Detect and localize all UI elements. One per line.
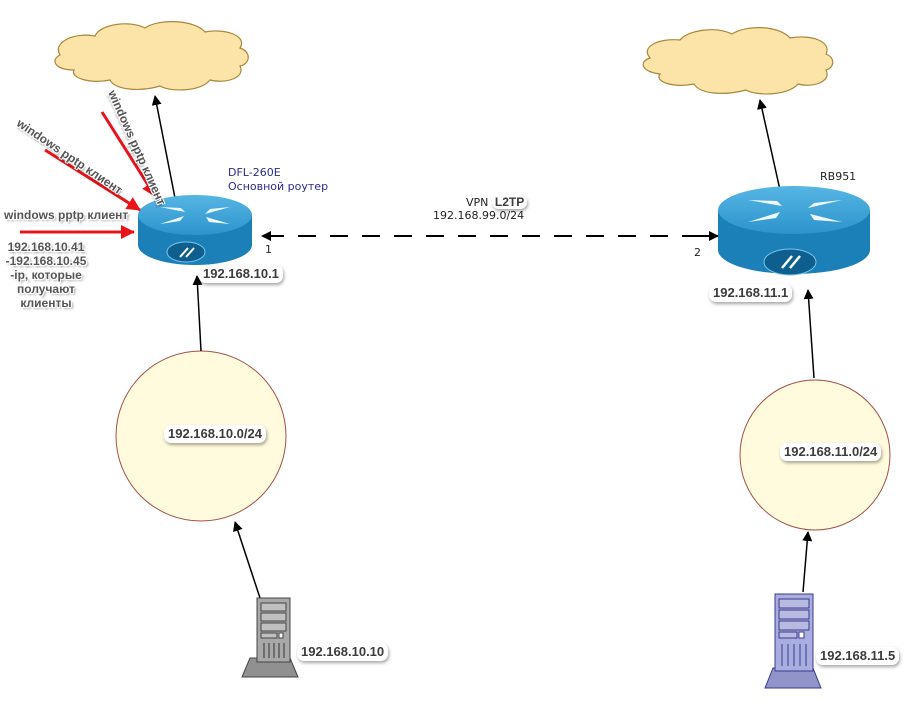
server-right-ip: 192.168.11.5 xyxy=(816,647,900,665)
port-label-1: 1 xyxy=(265,243,272,256)
lan-right-uplink xyxy=(803,289,815,379)
router-left-icon[interactable] xyxy=(138,195,252,265)
vpn-prefix: VPN xyxy=(466,196,489,209)
lan-right-subnet: 192.168.11.0/24 xyxy=(780,443,882,461)
router-left-ip: 192.168.10.1 xyxy=(199,265,283,283)
client-arrow-1 xyxy=(100,111,157,197)
vpn-protocol: L2TP xyxy=(491,195,528,209)
server-right-icon[interactable] xyxy=(764,593,822,689)
pool-line-5: клиенты xyxy=(20,296,72,310)
router-left-model: DFL-260E xyxy=(228,166,281,179)
router-right-model: RB951 xyxy=(820,170,857,183)
router-right-icon[interactable] xyxy=(718,186,870,276)
server-left-icon[interactable] xyxy=(241,597,299,678)
internet-cloud-right xyxy=(642,27,834,95)
port-label-2: 2 xyxy=(694,246,701,259)
lan-left-subnet: 192.168.10.0/24 xyxy=(164,425,266,443)
pool-line-2: -192.168.10.45 xyxy=(5,254,87,268)
vpn-subnet: 192.168.99.0/24 xyxy=(433,209,525,222)
internet-cloud-left xyxy=(54,21,249,91)
server-right-uplink xyxy=(802,531,813,593)
vpn-label: VPN L2TP xyxy=(466,194,528,210)
uplink-right xyxy=(757,99,781,191)
router-left-role: Основной роутер xyxy=(228,180,329,193)
client-label-3: windows pptp клиент xyxy=(4,208,129,222)
server-left-ip: 192.168.10.10 xyxy=(297,643,389,661)
pool-line-4: получают xyxy=(17,282,75,296)
client-arrow-2 xyxy=(44,148,141,212)
server-left-uplink xyxy=(233,521,261,599)
lan-left-uplink xyxy=(192,275,203,352)
router-right-ip: 192.168.11.1 xyxy=(709,284,793,302)
uplink-left xyxy=(151,95,176,199)
pool-line-1: 192.168.10.41 xyxy=(7,240,85,254)
pool-line-3: -ip, которые xyxy=(10,268,82,282)
client-ip-pool-note: 192.168.10.41 -192.168.10.45 -ip, которы… xyxy=(4,240,88,310)
